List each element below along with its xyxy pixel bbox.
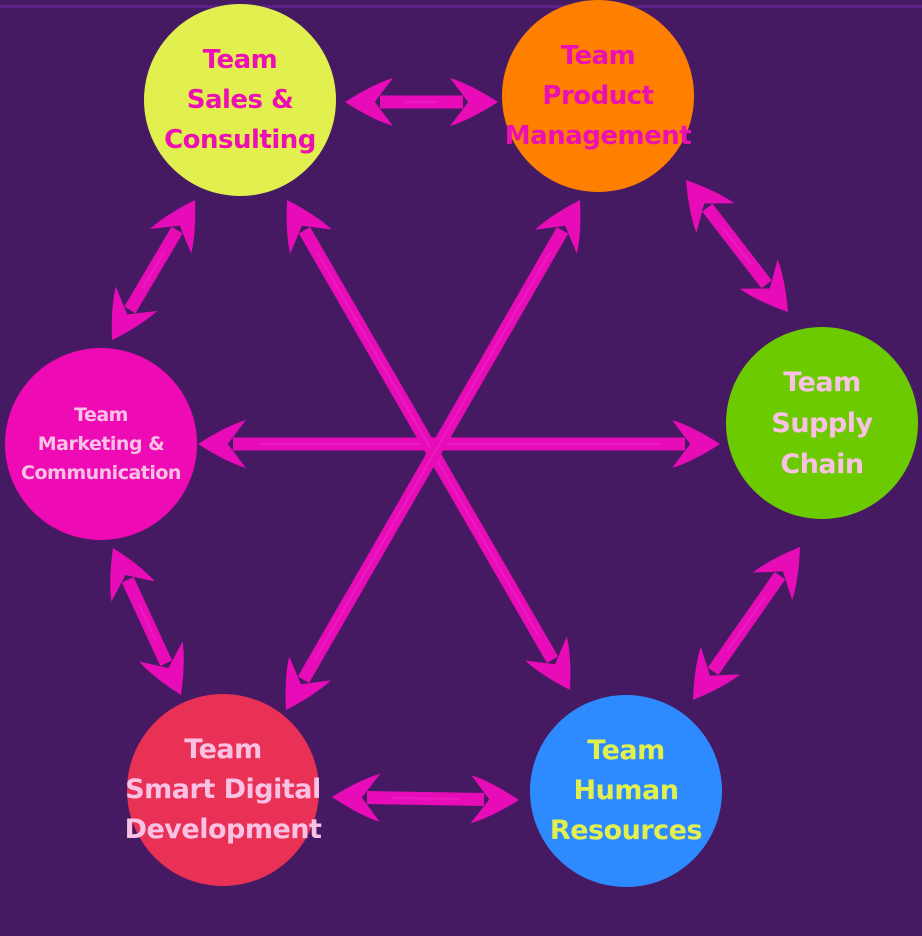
connector-sales-hr [286,200,571,690]
arrowhead-icon [111,286,158,340]
connector-hr-digital [332,773,519,824]
connector-highlight [391,796,460,801]
arrowhead-icon [739,259,788,312]
connector-marketing-sales [111,200,196,340]
connector-highlight [721,226,753,266]
node-team-supply-chain[interactable]: Team Supply Chain [726,327,918,519]
connector-shaft [702,203,772,289]
connector-shaft [121,577,173,666]
arrowhead-icon [286,200,332,254]
arrowhead-icon [672,420,720,468]
arrowhead-icon [450,78,498,126]
connector-product-supply [686,180,788,312]
arrowhead-icon [525,636,571,690]
node-label-product: Team Product Management [504,41,692,151]
node-label-digital: Team Smart Digital Development [124,734,322,845]
arrowhead-icon [110,548,155,602]
node-label-sales: Team Sales & Consulting [164,45,316,155]
arrowhead-icon [470,775,519,824]
connector-highlight [137,602,157,641]
node-label-marketing: Team Marketing & Communication [21,403,181,484]
connector-shaft [707,571,786,676]
connector-digital-marketing [110,548,184,695]
node-label-supply: Team Supply Chain [771,366,873,480]
arrowhead-icon [139,641,184,695]
node-team-sales-consulting[interactable]: Team Sales & Consulting [144,4,336,196]
arrowhead-icon [198,420,246,468]
connector-shaft [366,791,485,806]
node-team-human-resources[interactable]: Team Human Resources [530,695,722,887]
arrowhead-icon [693,646,741,700]
arrowhead-icon [149,200,196,254]
top-divider [0,5,922,8]
connector-shaft [124,226,183,314]
node-team-smart-digital-development[interactable]: Team Smart Digital Development [124,694,322,886]
connector-marketing-supply [198,420,720,468]
connector-shaft [297,227,569,683]
connector-highlight [141,251,166,289]
arrowhead-icon [285,656,331,710]
node-label-hr: Team Human Resources [549,735,703,846]
arrowhead-icon [345,78,393,126]
arrowhead-icon [332,773,381,822]
connector-highlight [316,251,541,639]
connector-sales-product [345,78,498,126]
node-team-marketing-communication[interactable]: Team Marketing & Communication [5,348,197,540]
connector-highlight [726,595,767,652]
connector-product-digital [285,200,581,710]
connector-shaft [298,227,559,663]
arrowhead-icon [686,180,735,233]
arrowhead-icon [752,547,800,601]
connector-highlight [315,251,551,659]
arrowhead-icon [535,200,581,254]
node-team-product-management[interactable]: Team Product Management [502,0,694,192]
connector-supply-hr [693,547,800,700]
